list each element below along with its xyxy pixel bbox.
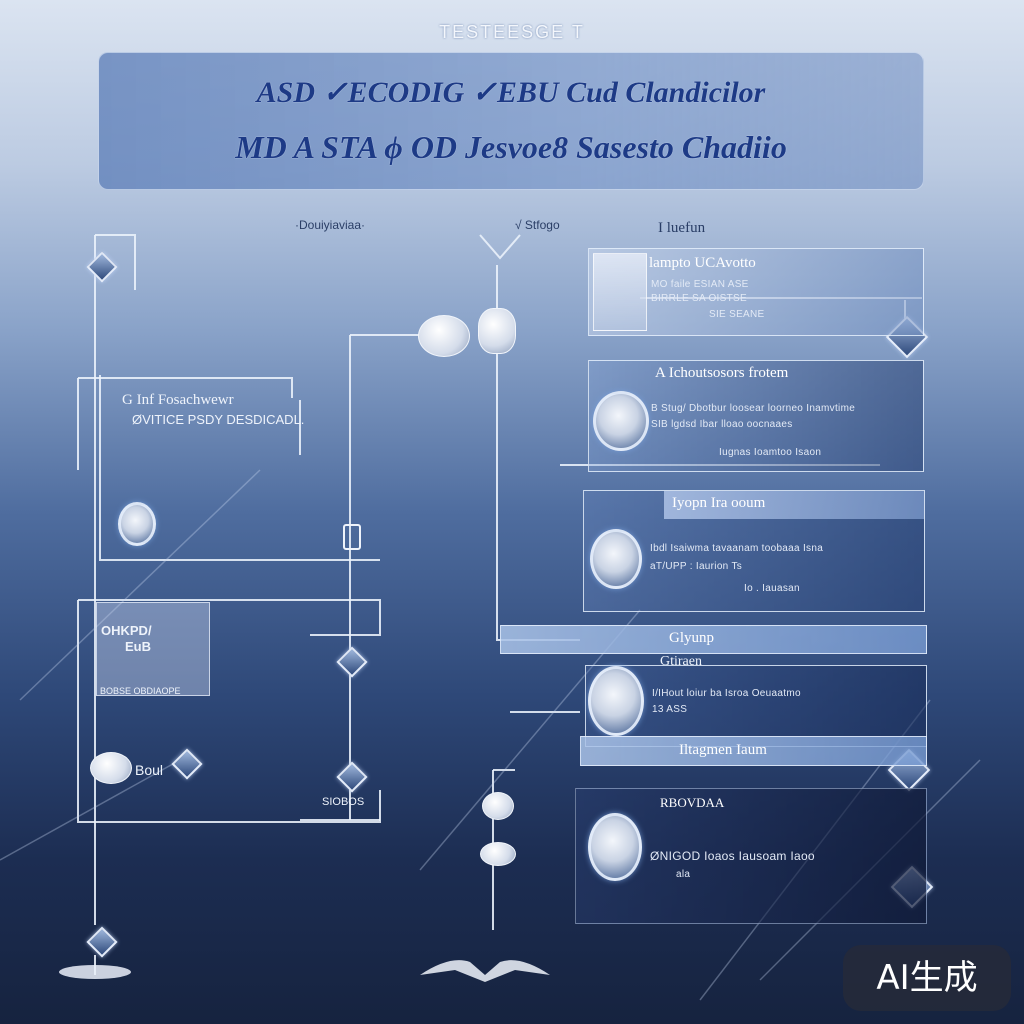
title-banner: ASD ✓ECODIG ✓EBU Cud Clandicilor MD A ST… bbox=[98, 52, 924, 190]
emblem-icon bbox=[118, 502, 156, 546]
card-line: I/IHout loiur ba Isroa Oeuaatmo bbox=[652, 688, 801, 699]
label-top-right: I luefun bbox=[658, 220, 706, 236]
card-line: ØNIGOD Ioaos Iausoam Iaoo bbox=[650, 849, 815, 863]
card-title: A Ichoutsosors frotem bbox=[655, 365, 789, 381]
card-line: SIB lgdsd Ibar lloao oocnaaes bbox=[651, 419, 793, 430]
left-panel-subtitle: ØVITICE PSDY DESDICADL. bbox=[132, 412, 305, 427]
emblem-icon bbox=[593, 391, 649, 451]
capsule-icon bbox=[478, 308, 516, 354]
page-title: TESTEESGE T bbox=[439, 22, 585, 42]
card-title: RBOVDAA bbox=[660, 795, 725, 810]
banner-line-2: MD A STA ϕ OD Jesvoe8 Sasesto Chadiio bbox=[235, 129, 787, 165]
watermark-badge: AI生成 bbox=[843, 945, 1011, 1011]
card-title: Iyopn Ira ooum bbox=[672, 495, 766, 511]
card-line: SIE SEANE bbox=[709, 309, 765, 320]
card-title: Glyunp bbox=[669, 630, 714, 646]
card-line: Ibdl Isaiwma tavaanam toobaaa Isna bbox=[650, 543, 824, 554]
card-3: Iyopn Ira ooum Ibdl Isaiwma tavaanam too… bbox=[583, 490, 925, 612]
card-title: Iltagmen Iaum bbox=[679, 742, 767, 758]
card-6: RBOVDAA ØNIGOD Ioaos Iausoam Iaoo ala bbox=[575, 788, 927, 924]
label-top-center: √ Stfogo bbox=[515, 218, 560, 232]
card-line: 13 ASS bbox=[652, 704, 688, 715]
emblem-icon bbox=[588, 813, 642, 881]
capsule-icon bbox=[90, 752, 132, 784]
left-lower-panel: OHKPD/ EuB bbox=[96, 602, 210, 696]
banner-line-1: ASD ✓ECODIG ✓EBU Cud Clandicilor bbox=[256, 76, 766, 109]
card-title: lampto UCAvotto bbox=[649, 255, 756, 271]
emblem-icon bbox=[588, 666, 644, 736]
left-bottom-label: Boul bbox=[135, 762, 164, 778]
left-lower-caption: BOBSE OBDIAOPE bbox=[100, 686, 181, 696]
card-line: B Stug/ Dbotbur loosear loorneo Inamvtim… bbox=[651, 403, 856, 414]
square-node-icon bbox=[343, 524, 361, 550]
bowl-icon bbox=[59, 965, 131, 979]
center-bottom-label: SIOBOS bbox=[322, 796, 365, 808]
left-lower-title-2: EuB bbox=[125, 639, 151, 654]
card-line: Io . Iauasan bbox=[744, 583, 800, 594]
card-2: A Ichoutsosors frotem B Stug/ Dbotbur lo… bbox=[588, 360, 924, 472]
capsule-icon bbox=[482, 792, 514, 820]
left-lower-title: OHKPD/ bbox=[101, 623, 152, 638]
capsule-icon bbox=[418, 315, 470, 357]
left-panel-title: G Inf Fosachwewr bbox=[122, 392, 234, 408]
card-1: lampto UCAvotto MO faile ESIAN ASE BIRRL… bbox=[588, 248, 924, 336]
card-line: Iugnas Ioamtoo Isaon bbox=[719, 447, 822, 458]
capsule-icon bbox=[480, 842, 516, 866]
card-header-band bbox=[664, 491, 924, 519]
emblem-icon bbox=[590, 529, 642, 589]
card-4: I/IHout loiur ba Isroa Oeuaatmo 13 ASS bbox=[585, 665, 927, 747]
card-line: MO faile ESIAN ASE bbox=[651, 279, 749, 290]
card-line: BIRRLE SA OISTSE bbox=[651, 293, 747, 304]
card-line: aT/UPP : Iaurion Ts bbox=[650, 561, 743, 572]
label-top-left: ·Douiyiaviaa· bbox=[295, 218, 366, 232]
card-4-header-band: Glyunp bbox=[500, 625, 927, 654]
wing-icon bbox=[420, 960, 550, 982]
card-line: ala bbox=[676, 869, 691, 880]
card-5-header-band: Iltagmen Iaum bbox=[580, 736, 927, 766]
thumbnail-image bbox=[593, 253, 647, 331]
